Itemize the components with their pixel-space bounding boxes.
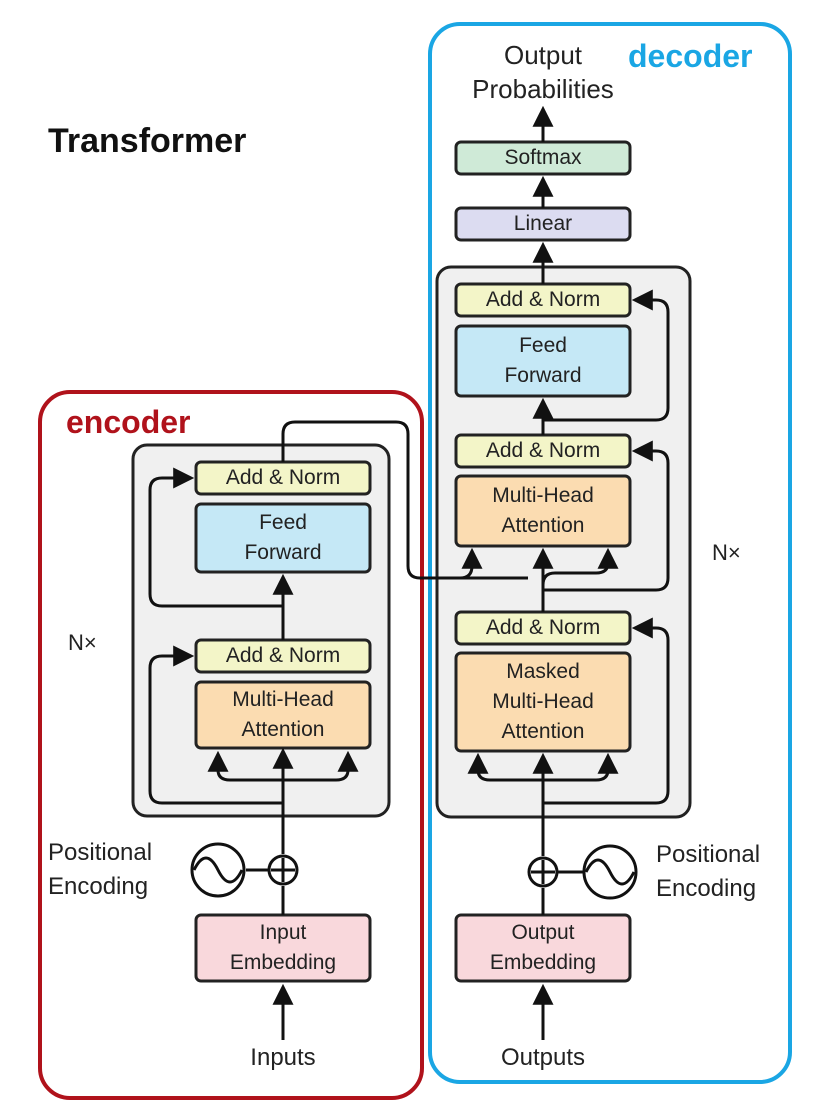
decoder-label: decoder xyxy=(628,38,753,74)
decoder-cross-attention-text: Multi-Head Attention xyxy=(492,484,594,537)
encoder-feed-forward-box xyxy=(194,502,372,574)
decoder-cross-attention-box xyxy=(454,474,632,548)
decoder-output-probabilities-label: Output Probabilities xyxy=(472,40,614,104)
encoder-embedding-text: Input Embedding xyxy=(229,921,337,974)
decoder-outline xyxy=(428,22,792,1084)
decoder-masked-attention-box xyxy=(454,651,632,753)
encoder-outline xyxy=(38,390,424,1100)
encoder-positional-encoding-label: Positional Encoding xyxy=(48,839,153,900)
encoder-add-norm-bottom-text: Add & Norm xyxy=(225,644,341,667)
encoder-sine-wave-icon xyxy=(190,842,269,898)
encoder-plus-icon xyxy=(267,854,299,886)
decoder-add-norm-bottom-text: Add & Norm xyxy=(485,616,601,639)
encoder-label: encoder xyxy=(66,404,191,440)
decoder-masked-attention-text: Masked Multi-Head Attention xyxy=(492,660,594,743)
diagram-title: Transformer xyxy=(48,122,247,160)
decoder-add-norm-top-text: Add & Norm xyxy=(485,288,601,311)
decoder-positional-encoding-label: Positional Encoding xyxy=(656,841,761,902)
decoder-linear-text: Linear xyxy=(513,212,573,235)
encoder-add-norm-top-text: Add & Norm xyxy=(225,466,341,489)
decoder-feed-forward-box xyxy=(454,324,632,398)
decoder-sine-wave-icon xyxy=(557,844,638,900)
decoder-plus-icon xyxy=(527,856,559,888)
decoder-embedding-text: Output Embedding xyxy=(489,921,597,974)
encoder-inputs-label: Inputs xyxy=(250,1044,316,1071)
encoder-stack xyxy=(131,443,391,818)
decoder-feed-forward-text: Feed Forward xyxy=(504,334,582,387)
encoder-feed-forward-text: Feed Forward xyxy=(244,511,322,564)
decoder-add-norm-mid-text: Add & Norm xyxy=(485,439,601,462)
encoder-repeat-label: N× xyxy=(68,630,97,655)
decoder-softmax-text: Softmax xyxy=(504,146,582,169)
decoder-outputs-label: Outputs xyxy=(500,1044,586,1071)
encoder-attention-text: Multi-Head Attention xyxy=(232,688,334,741)
decoder-repeat-label: N× xyxy=(712,540,741,565)
